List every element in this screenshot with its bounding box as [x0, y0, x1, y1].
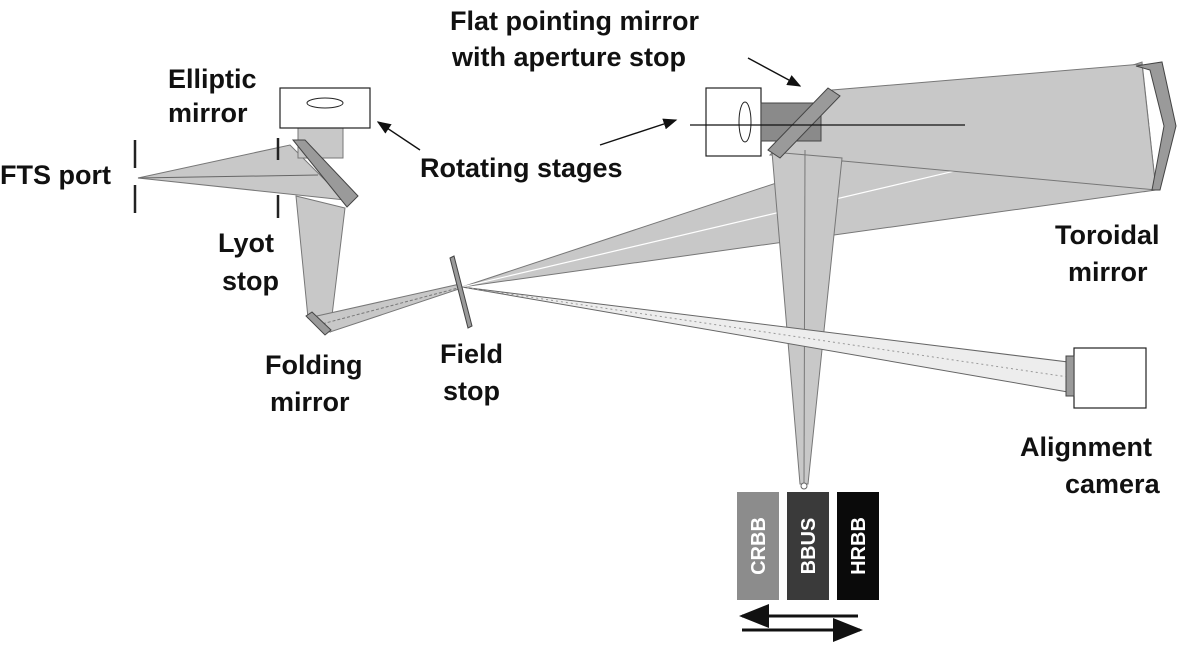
beam-flat-to-sources — [771, 151, 843, 485]
arrow-to-flat-mirror — [747, 57, 802, 87]
field-stop — [449, 255, 473, 329]
label-folding-line2: mirror — [270, 387, 350, 417]
elliptic-stage-rotation-icon — [306, 97, 344, 109]
arrow-to-flat-stage — [599, 118, 678, 146]
label-field-line1: Field — [440, 339, 503, 369]
text-labels: Elliptic mirror Flat pointing mirror wit… — [0, 6, 1161, 499]
source-box-hrbb — [837, 492, 879, 600]
label-flat-mirror-line2: with aperture stop — [451, 42, 686, 72]
label-camera-line1: Alignment — [1020, 432, 1152, 462]
label-camera-line2: camera — [1065, 469, 1161, 499]
label-fts-port: FTS port — [0, 160, 111, 190]
beam-sources-centerline — [803, 149, 806, 485]
beam-fts-centerline — [137, 174, 319, 179]
source-boxes: CRBB BBUS HRBB — [737, 492, 879, 600]
label-rotating-stages: Rotating stages — [420, 153, 623, 183]
label-elliptic-line2: mirror — [168, 98, 248, 128]
beam-paths — [137, 61, 1157, 490]
flat-pointing-mirror — [767, 87, 841, 159]
alignment-camera-lens — [1065, 355, 1075, 397]
elliptic-mirror — [291, 139, 359, 208]
source-box-crbb — [737, 492, 779, 600]
optical-components — [133, 61, 1177, 409]
label-folding-line1: Folding — [265, 350, 362, 380]
label-lyot-line2: stop — [222, 266, 279, 296]
source-label-bbus: BBUS — [798, 518, 820, 575]
beam-focus-point — [800, 482, 808, 490]
source-label-hrbb: HRBB — [848, 517, 870, 575]
arrow-to-elliptic-stage — [376, 121, 421, 151]
label-flat-mirror-line1: Flat pointing mirror — [450, 6, 699, 36]
flat-rotating-stage — [705, 87, 762, 157]
toroidal-mirror — [1135, 61, 1177, 191]
label-elliptic-line1: Elliptic — [168, 64, 257, 94]
label-toroidal-line2: mirror — [1068, 257, 1148, 287]
beam-field-to-camera — [461, 286, 1069, 393]
label-field-line2: stop — [443, 376, 500, 406]
flat-stage-rotation-icon — [738, 101, 752, 143]
label-lyot-line1: Lyot — [218, 228, 274, 258]
beam-camera-centerline — [461, 286, 1069, 378]
folding-mirror — [305, 311, 332, 336]
source-label-crbb: CRBB — [748, 517, 770, 575]
pointer-arrows — [376, 57, 863, 642]
beam-fts-to-elliptic — [137, 144, 347, 201]
source-box-bbus — [787, 492, 829, 600]
label-toroidal-line1: Toroidal — [1055, 220, 1160, 250]
alignment-camera-body — [1073, 347, 1147, 409]
